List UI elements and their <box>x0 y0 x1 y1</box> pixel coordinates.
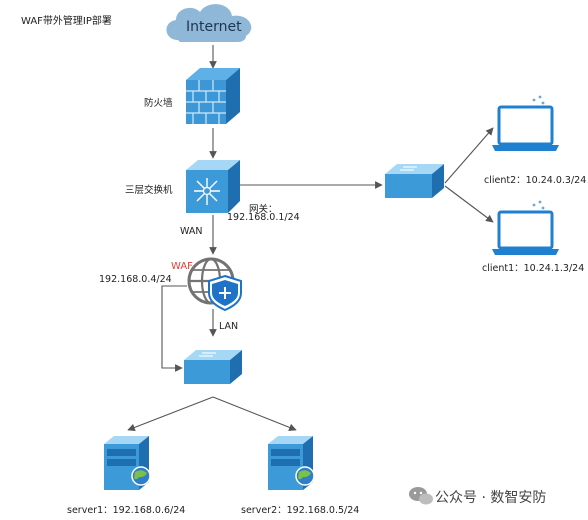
firewall-label: 防火墙 <box>144 98 173 109</box>
watermark-text: 公众号 · 数智安防 <box>435 490 547 506</box>
client2-label: client2：10.24.0.3/24 <box>484 175 587 186</box>
access-to-client2-line <box>444 127 494 184</box>
waf-label: WAF <box>171 261 193 272</box>
firewall-icon <box>186 68 240 124</box>
server1-label: server1：192.168.0.6/24 <box>67 505 186 516</box>
client1-label: client1：10.24.1.3/24 <box>482 263 585 274</box>
core-switch-label: 三层交换机 <box>125 185 173 196</box>
wechat-icon <box>409 487 433 505</box>
internet-label: Internet <box>186 19 242 35</box>
lan-switch-icon <box>184 350 242 384</box>
lan-label: LAN <box>219 321 239 332</box>
mgmt-ip-label: 192.168.0.4/24 <box>99 274 172 285</box>
gateway-title-label: 网关： <box>249 204 278 215</box>
internet-cloud-icon <box>166 4 252 42</box>
mgmt-line <box>161 285 187 372</box>
connections <box>127 45 494 432</box>
client2-laptop-icon <box>492 95 559 151</box>
lan-to-server1-line <box>127 396 214 432</box>
access-switch-icon <box>385 164 444 198</box>
client1-laptop-icon <box>492 200 559 255</box>
server2-label: server2：192.168.0.5/24 <box>241 505 360 516</box>
server2-icon <box>268 436 315 490</box>
lan-to-server2-line <box>212 396 297 432</box>
core-switch-icon <box>186 160 240 213</box>
server1-icon <box>104 436 151 490</box>
access-to-client1-line <box>444 185 494 223</box>
diagram-title: WAF带外管理IP部署 <box>21 16 112 27</box>
waf-icon <box>187 257 242 312</box>
gateway-ip-label: 192.168.0.1/24 <box>227 212 300 223</box>
wan-label: WAN <box>180 226 203 237</box>
